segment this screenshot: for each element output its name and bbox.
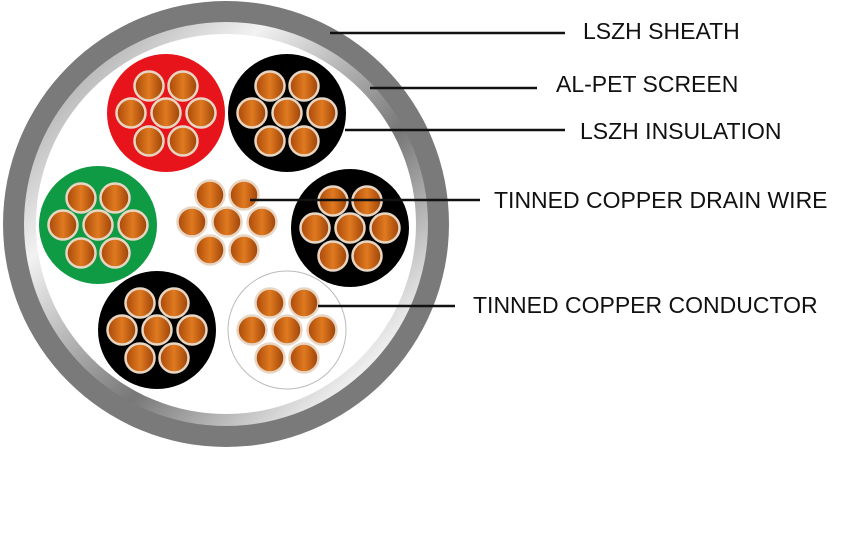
copper-strand — [271, 314, 303, 346]
copper-strand — [254, 70, 286, 102]
copper-strand — [254, 125, 286, 157]
copper-strand — [176, 206, 208, 238]
label-tinned-copper-drain-wire: TINNED COPPER DRAIN WIRE — [494, 187, 828, 213]
copper-strand — [65, 182, 97, 214]
copper-strand — [271, 97, 303, 129]
copper-strand — [288, 342, 320, 374]
copper-strand — [167, 70, 199, 102]
copper-strand — [228, 179, 260, 211]
copper-strand — [65, 237, 97, 269]
copper-strand — [150, 97, 182, 129]
copper-strand — [133, 125, 165, 157]
white-core — [227, 270, 347, 390]
copper-strand — [246, 206, 278, 238]
copper-strand — [124, 287, 156, 319]
copper-strand — [288, 70, 320, 102]
copper-strand — [306, 97, 338, 129]
black-core-bottom — [98, 271, 216, 389]
copper-strand — [167, 125, 199, 157]
copper-strand — [236, 314, 268, 346]
copper-strand — [194, 234, 226, 266]
label-lszh-insulation: LSZH INSULATION — [580, 118, 782, 144]
copper-strand — [194, 179, 226, 211]
copper-strand — [106, 314, 138, 346]
drain-wire — [176, 179, 278, 266]
copper-strand — [211, 206, 243, 238]
copper-strand — [185, 97, 217, 129]
copper-strand — [288, 125, 320, 157]
black-core-top — [228, 54, 346, 172]
label-al-pet-screen: AL-PET SCREEN — [556, 71, 738, 97]
green-core — [39, 166, 157, 284]
copper-strand — [99, 182, 131, 214]
copper-strand — [254, 287, 286, 319]
copper-strand — [133, 70, 165, 102]
copper-strand — [158, 287, 190, 319]
copper-strand — [228, 234, 260, 266]
copper-strand — [158, 342, 190, 374]
copper-strand — [299, 212, 331, 244]
copper-strand — [288, 287, 320, 319]
copper-strand — [141, 314, 173, 346]
copper-strand — [124, 342, 156, 374]
copper-strand — [236, 97, 268, 129]
copper-strand — [115, 97, 147, 129]
copper-strand — [117, 209, 149, 241]
copper-strand — [334, 212, 366, 244]
red-core — [107, 54, 225, 172]
copper-strand — [306, 314, 338, 346]
copper-strand — [82, 209, 114, 241]
copper-strand — [99, 237, 131, 269]
copper-strand — [254, 342, 286, 374]
copper-strand — [176, 314, 208, 346]
black-core-right — [291, 169, 409, 287]
label-lszh-sheath: LSZH SHEATH — [583, 18, 740, 44]
label-tinned-copper-conductor: TINNED COPPER CONDUCTOR — [473, 292, 818, 318]
copper-strand — [317, 240, 349, 272]
copper-strand — [351, 240, 383, 272]
copper-strand — [369, 212, 401, 244]
copper-strand — [47, 209, 79, 241]
callout-lines — [250, 31, 565, 308]
